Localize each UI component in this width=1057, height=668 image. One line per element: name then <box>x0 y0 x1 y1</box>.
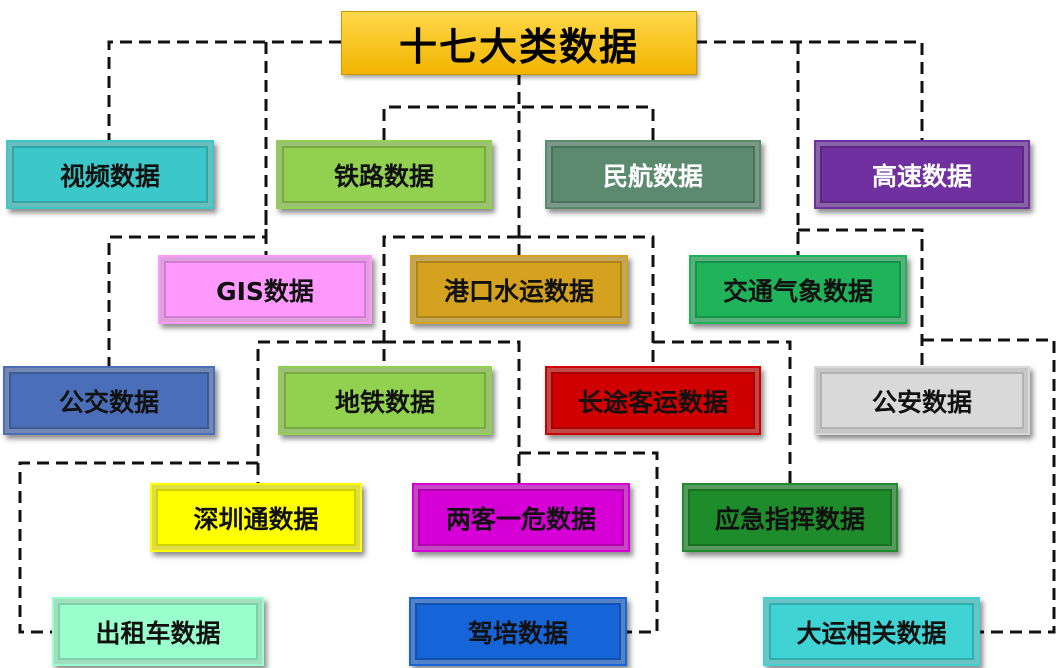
connector-universiade <box>922 338 1056 634</box>
connector-taxi <box>18 461 258 634</box>
connector-emergency <box>653 340 792 483</box>
node-long-distance-coach: 长途客运数据 <box>545 366 761 435</box>
node-port-waterway: 港口水运数据 <box>410 255 628 324</box>
node-civil-aviation: 民航数据 <box>545 140 761 209</box>
connector-highway <box>695 40 924 140</box>
node-gis: GIS数据 <box>158 255 372 324</box>
node-video: 视频数据 <box>6 140 214 209</box>
connector-two-passenger <box>384 340 521 483</box>
node-shenzhen-tong: 深圳通数据 <box>150 483 362 552</box>
node-taxi: 出租车数据 <box>52 597 264 666</box>
node-emergency-command: 应急指挥数据 <box>682 483 898 552</box>
node-bus: 公交数据 <box>3 366 215 435</box>
node-traffic-weather: 交通气象数据 <box>689 255 907 324</box>
connector-shenzhen-tong <box>256 340 384 483</box>
node-metro: 地铁数据 <box>278 366 492 435</box>
connector-metro <box>382 235 519 366</box>
node-driving-training: 驾培数据 <box>409 597 627 666</box>
node-two-passenger-one-hazard: 两客一危数据 <box>412 483 630 552</box>
connector-driving-training <box>519 451 659 634</box>
node-universiade: 大运相关数据 <box>763 597 980 666</box>
connector-bus <box>107 210 268 366</box>
node-public-security: 公安数据 <box>814 366 1030 435</box>
node-railway: 铁路数据 <box>276 140 492 209</box>
diagram-title: 十七大类数据 <box>341 11 697 75</box>
node-highway: 高速数据 <box>814 140 1030 209</box>
connector-public-security <box>798 228 924 366</box>
connector-coach <box>519 235 655 366</box>
connector-video <box>107 40 341 140</box>
